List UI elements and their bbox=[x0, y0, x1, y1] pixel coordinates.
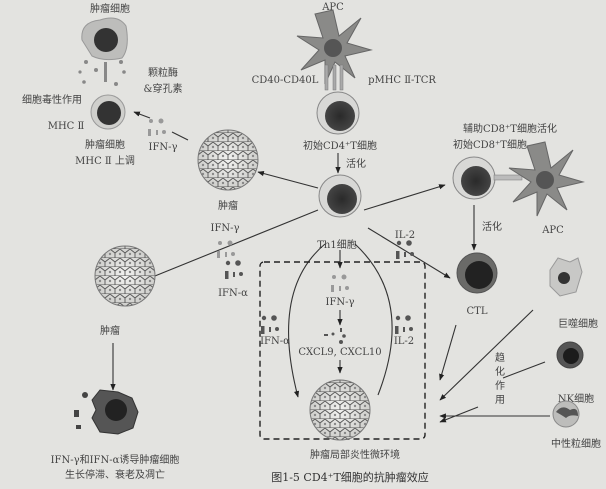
activation-label-1: 活化 bbox=[346, 157, 366, 170]
tumor-cell-top bbox=[81, 17, 128, 61]
line-nk bbox=[502, 361, 546, 379]
outcome-line2: 生长停滞、衰老及凋亡 bbox=[65, 468, 165, 481]
outcome-line1: IFN-γ和IFN-α诱导肿瘤细胞 bbox=[51, 453, 180, 466]
granzyme-label: 颗粒酶 bbox=[148, 66, 178, 79]
naive-cd4-label: 初始CD4⁺T细胞 bbox=[303, 139, 377, 152]
box-ifn-alpha-label: IFN-α bbox=[260, 336, 290, 347]
tumor-top-label: 肿瘤 bbox=[218, 199, 238, 212]
tumor-top bbox=[197, 129, 259, 191]
perforin-label: &穿孔素 bbox=[144, 82, 183, 95]
line-ifn-top bbox=[171, 131, 189, 141]
svg-text:化: 化 bbox=[495, 365, 505, 378]
svg-text:作: 作 bbox=[495, 380, 505, 392]
arrow-th1-to-cd8 bbox=[363, 184, 446, 211]
help-cd8-label: 辅助CD8⁺T细胞活化 bbox=[463, 122, 557, 135]
naive-cd8-label: 初始CD8⁺T细胞 bbox=[453, 138, 527, 151]
arrow-to-mhc-cell bbox=[133, 111, 151, 119]
microenvironment-box bbox=[259, 261, 426, 440]
ifn-gamma-top-label: IFN-γ bbox=[149, 142, 178, 153]
mhc2-label: MHC Ⅱ bbox=[48, 121, 85, 132]
ctl-label: CTL bbox=[467, 306, 488, 317]
apc-top-label: APC bbox=[321, 2, 344, 13]
il2-top-label: IL-2 bbox=[395, 230, 415, 241]
cxcl-label: CXCL9, CXCL10 bbox=[298, 347, 381, 358]
figure-caption: 图1-5 CD4⁺T细胞的抗肿瘤效应 bbox=[271, 470, 429, 484]
cd8-apc-synapse bbox=[493, 174, 523, 181]
dying-tumor-cell bbox=[74, 389, 139, 435]
cytotoxicity-label: 细胞毒性作用 bbox=[22, 93, 82, 106]
box-il2-label: IL-2 bbox=[394, 336, 414, 347]
apc-right-label: APC bbox=[541, 225, 564, 236]
tumor-cell-mhc bbox=[90, 94, 126, 130]
neutrophil-cell bbox=[552, 400, 580, 428]
pmhc-label: pMHC Ⅱ-TCR bbox=[368, 75, 436, 86]
cxcl-dots bbox=[324, 328, 346, 344]
activation-label-2: 活化 bbox=[482, 220, 502, 233]
box-ifn-gamma-dots bbox=[331, 274, 349, 292]
box-ifn-alpha-dots bbox=[261, 315, 279, 334]
arc-left bbox=[288, 243, 326, 398]
neutrophil-label: 中性粒细胞 bbox=[551, 437, 601, 450]
box-il2-dots bbox=[395, 315, 413, 334]
ctl-cell bbox=[456, 252, 498, 294]
arrow-nk bbox=[439, 406, 479, 423]
arrow-th1-to-ctl bbox=[367, 227, 451, 279]
tumor-cell-mhc-label: 肿瘤细胞 bbox=[85, 138, 125, 151]
nk-cell bbox=[556, 341, 584, 369]
naive-cd8-cell bbox=[452, 156, 496, 200]
ifn-alpha-left-dots bbox=[225, 260, 243, 279]
mhc2-up-label: MHC Ⅱ 上调 bbox=[75, 155, 135, 167]
tumor-microenv bbox=[309, 379, 371, 441]
chemotaxis-label: 趋 化 作 用 bbox=[495, 351, 505, 406]
ifn-gamma-left-label: IFN-γ bbox=[211, 223, 240, 234]
il2-top-dots bbox=[396, 240, 414, 259]
arrow-ctl-to-box bbox=[439, 324, 457, 381]
svg-text:趋: 趋 bbox=[495, 351, 505, 364]
macrophage-label: 巨噬细胞 bbox=[558, 317, 598, 330]
arrow-macrophage bbox=[439, 309, 534, 401]
ifn-gamma-dots-top bbox=[148, 118, 166, 136]
svg-text:用: 用 bbox=[495, 395, 505, 406]
cd40-label: CD40-CD40L bbox=[252, 75, 319, 86]
macrophage-cell bbox=[549, 257, 583, 297]
tumor-cell-top-label: 肿瘤细胞 bbox=[90, 2, 130, 15]
microenv-label: 肿瘤局部炎性微环境 bbox=[310, 448, 400, 461]
ifn-alpha-left-label: IFN-α bbox=[218, 288, 248, 299]
box-ifn-gamma-label: IFN-γ bbox=[326, 297, 355, 308]
th1-cell bbox=[318, 174, 362, 218]
naive-cd4-cell bbox=[316, 91, 360, 135]
granules bbox=[78, 60, 126, 86]
receptor-pairs bbox=[324, 64, 344, 91]
arc-right bbox=[354, 243, 393, 396]
tumor-left bbox=[94, 245, 156, 307]
th1-label: Th1细胞 bbox=[317, 238, 356, 251]
tumor-left-label: 肿瘤 bbox=[100, 324, 120, 337]
arrow-th1-to-tumor-top bbox=[257, 170, 319, 189]
